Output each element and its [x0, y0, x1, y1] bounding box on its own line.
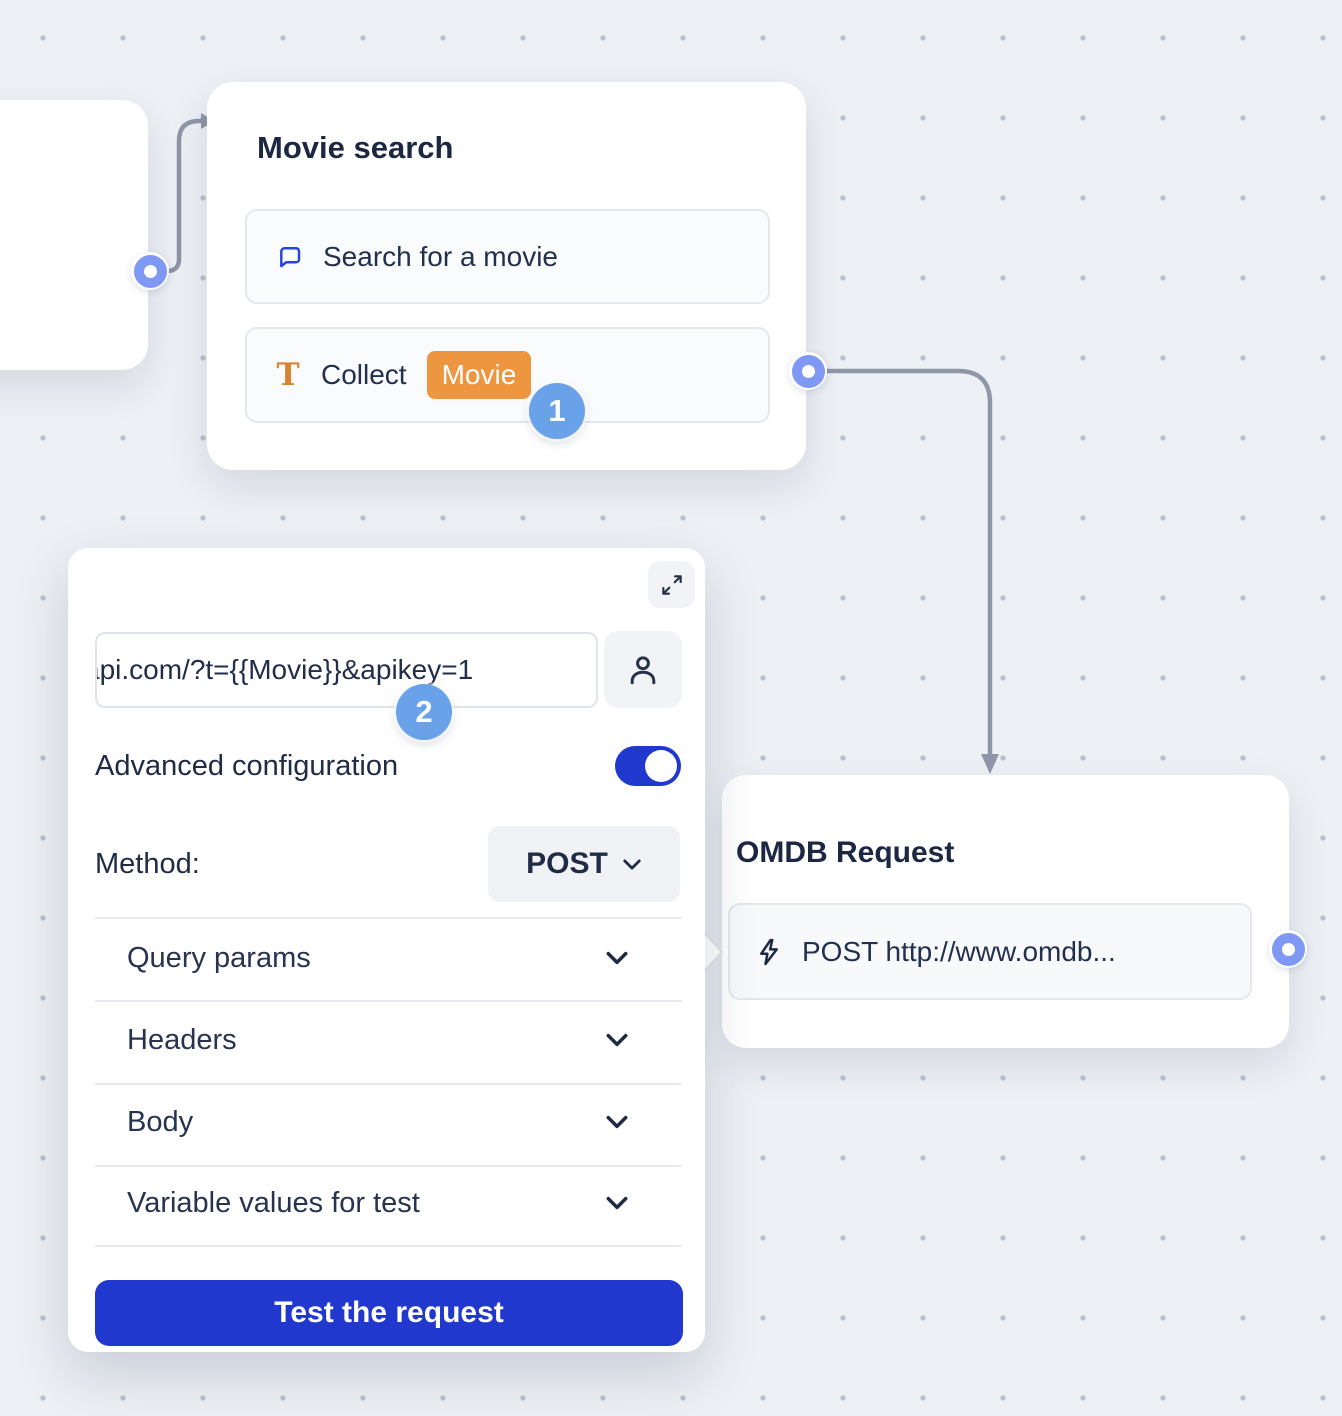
request-url-input[interactable]: api.com/?t={{Movie}}&apikey=1 [95, 632, 598, 708]
search-for-movie-row[interactable]: Search for a movie [245, 209, 770, 304]
expand-icon [661, 574, 682, 595]
section-headers[interactable]: Headers [127, 1024, 237, 1056]
chat-bubble-icon [280, 246, 301, 267]
chevron-down-icon[interactable] [605, 1032, 629, 1048]
method-label: Method: [95, 848, 200, 880]
partial-node-card[interactable] [0, 100, 148, 370]
step-badge-2: 2 [396, 684, 452, 740]
text-input-icon: T [276, 357, 300, 393]
person-icon [630, 655, 656, 684]
movie-search-node[interactable]: Movie search Search for a movie T Collec… [207, 82, 806, 470]
request-config-panel: api.com/?t={{Movie}}&apikey=1 2 Advanced… [68, 548, 705, 1352]
section-variable-values[interactable]: Variable values for test [127, 1187, 420, 1219]
user-variable-button[interactable] [604, 631, 682, 708]
port-ring [791, 354, 825, 388]
test-request-button[interactable]: Test the request [95, 1280, 683, 1346]
movie-variable-chip[interactable]: Movie [426, 350, 532, 400]
step-badge-1: 1 [529, 383, 585, 439]
output-port-partial-node[interactable] [131, 252, 169, 290]
lightning-icon [760, 938, 778, 965]
divider [95, 1165, 682, 1167]
section-query-params[interactable]: Query params [127, 942, 311, 974]
expand-button[interactable] [648, 561, 695, 608]
request-url-value: api.com/?t={{Movie}}&apikey=1 [95, 654, 474, 685]
omdb-post-row[interactable]: POST http://www.omdb... [728, 903, 1252, 1000]
port-ring [133, 254, 167, 288]
chevron-down-icon[interactable] [605, 950, 629, 966]
method-value: POST [526, 847, 608, 880]
toggle-knob [645, 750, 677, 782]
omdb-request-node[interactable]: OMDB Request POST http://www.omdb... [703, 775, 1289, 1048]
chevron-down-icon[interactable] [605, 1114, 629, 1130]
divider [95, 1245, 682, 1247]
advanced-configuration-label: Advanced configuration [95, 750, 399, 782]
port-ring [1271, 932, 1305, 966]
output-port-omdb-node[interactable] [1269, 930, 1307, 968]
divider [95, 1000, 682, 1002]
movie-search-node-title: Movie search [257, 130, 454, 165]
search-for-movie-label: Search for a movie [323, 240, 558, 272]
divider [95, 1083, 682, 1085]
chevron-down-icon[interactable] [605, 1195, 629, 1211]
advanced-configuration-toggle[interactable] [615, 746, 681, 786]
section-body[interactable]: Body [127, 1106, 194, 1138]
collect-movie-row[interactable]: T Collect Movie [245, 327, 770, 423]
omdb-node-title: OMDB Request [736, 836, 955, 869]
chevron-down-icon [623, 859, 641, 869]
omdb-post-label: POST http://www.omdb... [802, 935, 1116, 967]
collect-label: Collect [321, 359, 407, 390]
output-port-movie-node[interactable] [789, 352, 827, 390]
node-input-notch [703, 931, 724, 973]
method-select[interactable]: POST [488, 826, 680, 902]
divider [95, 917, 682, 919]
